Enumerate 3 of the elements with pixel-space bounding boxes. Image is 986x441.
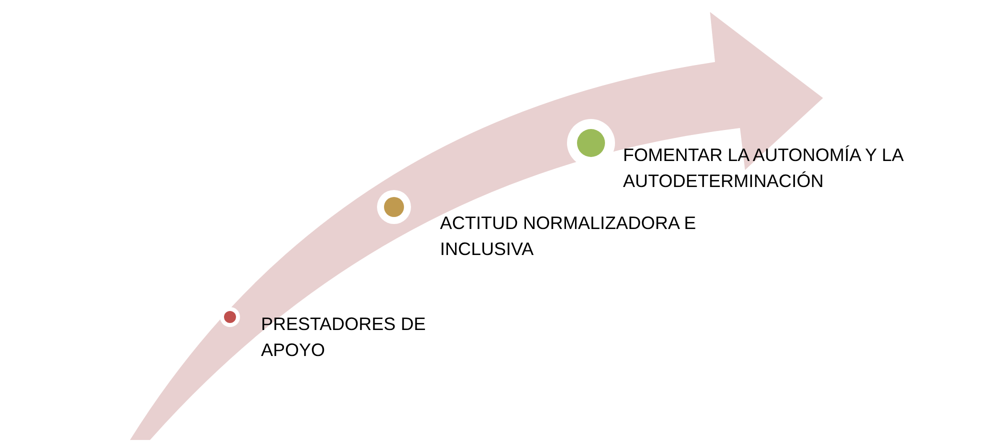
step-label: ACTITUD NORMALIZADORA E INCLUSIVA — [440, 212, 698, 261]
step-label: PRESTADORES DE APOYO — [261, 313, 427, 362]
step-label: FOMENTAR LA AUTONOMÍA Y LA AUTODETERMINACIÓN — [623, 144, 904, 193]
